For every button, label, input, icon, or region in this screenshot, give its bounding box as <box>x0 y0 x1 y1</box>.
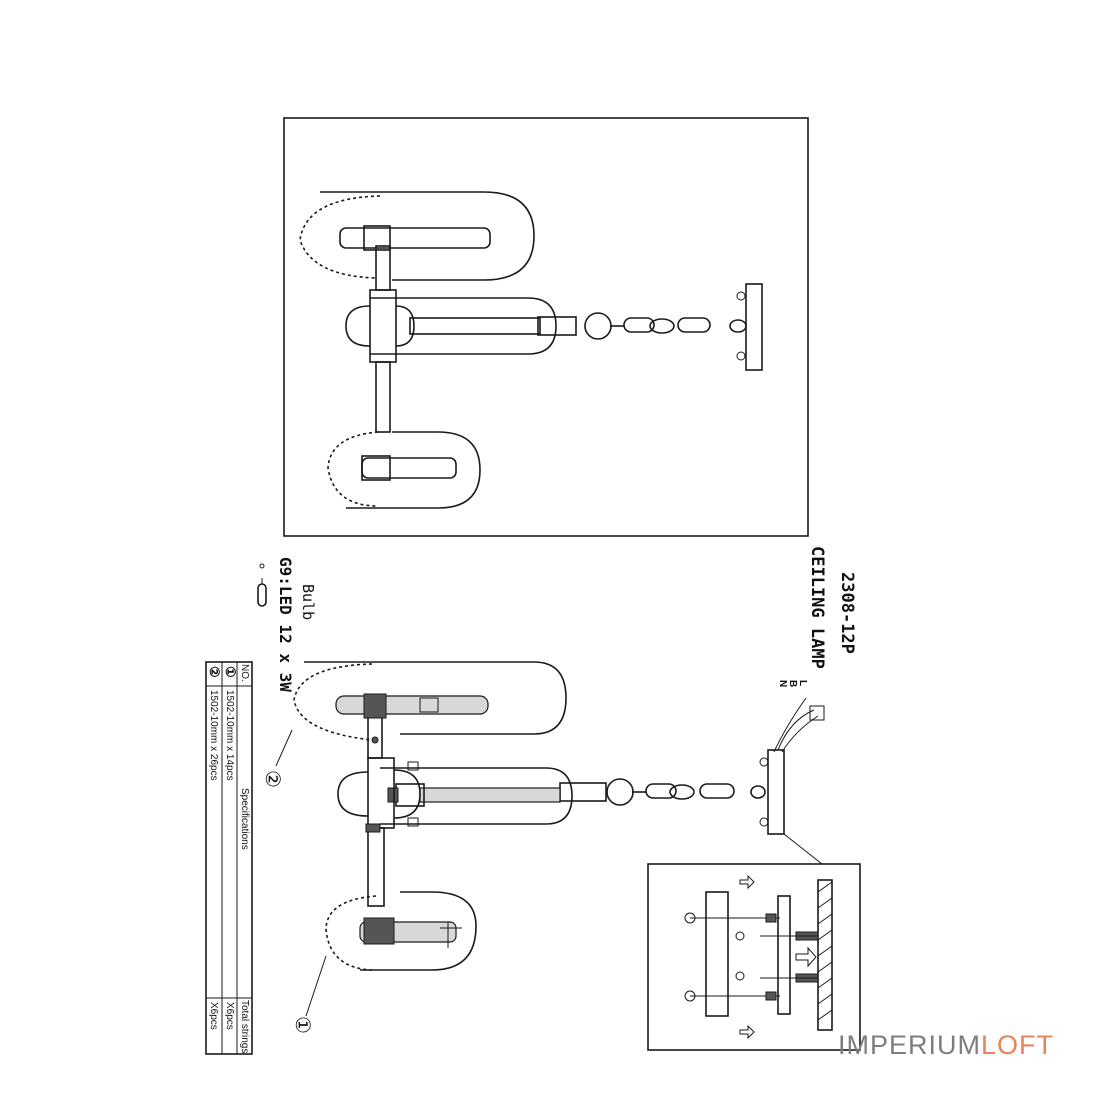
top-view-lamp <box>299 191 763 509</box>
table-row-2-spec: 1502-10mm x 26pcs <box>208 690 219 781</box>
watermark-part-1: IMPERIUM <box>838 1030 981 1060</box>
callout-1: ① <box>291 1016 313 1034</box>
wire-label-l: L <box>797 680 808 686</box>
side-view-lamp <box>275 661 825 1017</box>
installation-detail <box>647 833 861 1051</box>
wire-label-n: N <box>777 680 788 687</box>
spec-table <box>205 661 253 1055</box>
table-header-no: NO. <box>239 664 250 682</box>
bulb-spec: G9:LED 12 x 3W <box>276 557 295 692</box>
screw-row-lower <box>684 973 819 1002</box>
product-type: CEILING LAMP <box>807 546 827 669</box>
table-header-specifications: Specifications <box>239 788 250 850</box>
bulb-title: Bulb <box>299 584 317 620</box>
top-chain <box>584 312 747 340</box>
table-row-2-no: ② <box>207 666 222 678</box>
wire-label-b: B <box>787 680 798 687</box>
table-row-1-total: X6pcs <box>224 1002 235 1030</box>
model-number: 2308-12P <box>837 572 857 654</box>
table-row-2-total: X6pcs <box>208 1002 219 1030</box>
table-row-1-no: ① <box>223 666 238 678</box>
table-header-total: Total strings <box>239 1000 250 1053</box>
bulb-icon <box>257 563 267 607</box>
callout-2: ② <box>261 770 283 788</box>
screw-row-upper <box>684 912 819 941</box>
watermark-part-2: LOFT <box>981 1030 1055 1060</box>
table-row-1-spec: 1502-10mm x 14pcs <box>224 690 235 781</box>
watermark-logo: IMPERIUMLOFT <box>838 1030 1078 1070</box>
top-view-frame <box>283 117 809 537</box>
side-chain <box>606 778 766 806</box>
